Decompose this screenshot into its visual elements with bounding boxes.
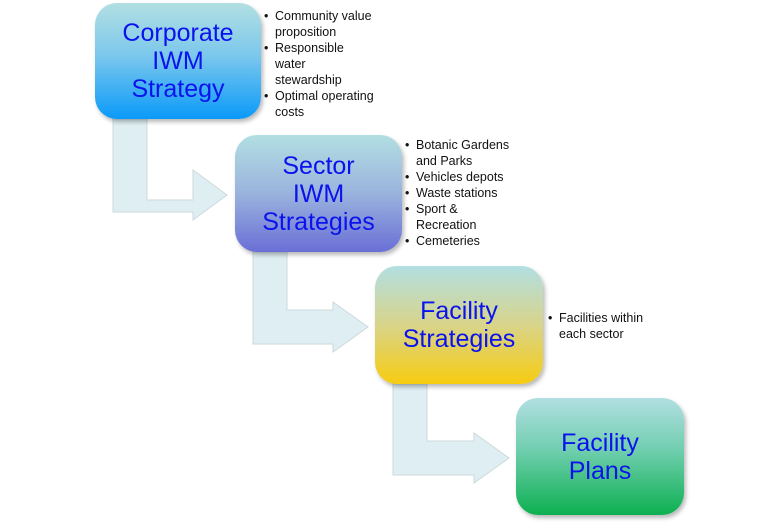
bullet-item: • Optimal operating costs [264,88,389,120]
bullet-text: Cemeteries [416,234,480,248]
bullet-text: Waste stations [416,186,498,200]
bullet-item: • Vehicles depots [405,169,530,185]
bullet-icon: • [548,311,553,325]
bullet-icon: • [264,41,269,55]
bullet-icon: • [405,138,410,152]
corporate-bullet-list: • Community value proposition • Responsibl… [264,8,389,120]
bullet-icon: • [405,170,410,184]
bullet-item: • Community value proposition [264,8,389,40]
bullet-text: Facilities within each sector [559,311,644,341]
bullet-text: Vehicles depots [416,170,504,184]
bullet-item: • Waste stations [405,185,530,201]
bullet-text: Optimal operating costs [275,89,374,119]
facility-bullet-list: • Facilities within each sector [548,310,668,342]
bullet-icon: • [405,202,410,216]
facility-plans-box: Facility Plans [516,398,684,515]
bullet-icon: • [264,9,269,23]
bent-arrow-2 [252,251,369,353]
facility-strategies-box: Facility Strategies [375,266,543,384]
bullet-item: • Botanic Gardens and Parks [405,137,530,169]
box-line: IWM [292,179,345,208]
box-line: Sector [282,151,355,180]
bullet-icon: • [264,89,269,103]
box-line: Strategies [402,325,516,353]
bullet-text: Botanic Gardens and Parks [416,138,510,168]
bullet-icon: • [405,186,410,200]
box-line: Strategies [262,207,375,236]
box-line: Facility [561,428,639,457]
bullet-item: • Facilities within each sector [548,310,668,342]
box-line: Plans [568,456,632,485]
bent-arrow-1 [112,118,228,221]
box-line: IWM [152,47,204,75]
bullet-item: • Sport & Recreation [405,201,530,233]
box-line: Facility [420,297,498,325]
bullet-text: Sport & Recreation [416,202,477,232]
bullet-text: Responsible water stewardship [275,41,344,87]
bullet-icon: • [405,234,410,248]
bullet-item: • Responsible water stewardship [264,40,389,88]
box-line: Strategy [131,75,225,103]
bullet-text: Community value proposition [275,9,372,39]
sector-iwm-strategies-box: Sector IWM Strategies [235,135,402,252]
corporate-iwm-strategy-box: Corporate IWM Strategy [95,3,261,119]
box-line: Corporate [122,19,234,47]
sector-bullet-list: • Botanic Gardens and Parks • Vehicles dep… [405,137,530,249]
bullet-item: • Cemeteries [405,233,530,249]
bent-arrow-3 [392,383,510,484]
